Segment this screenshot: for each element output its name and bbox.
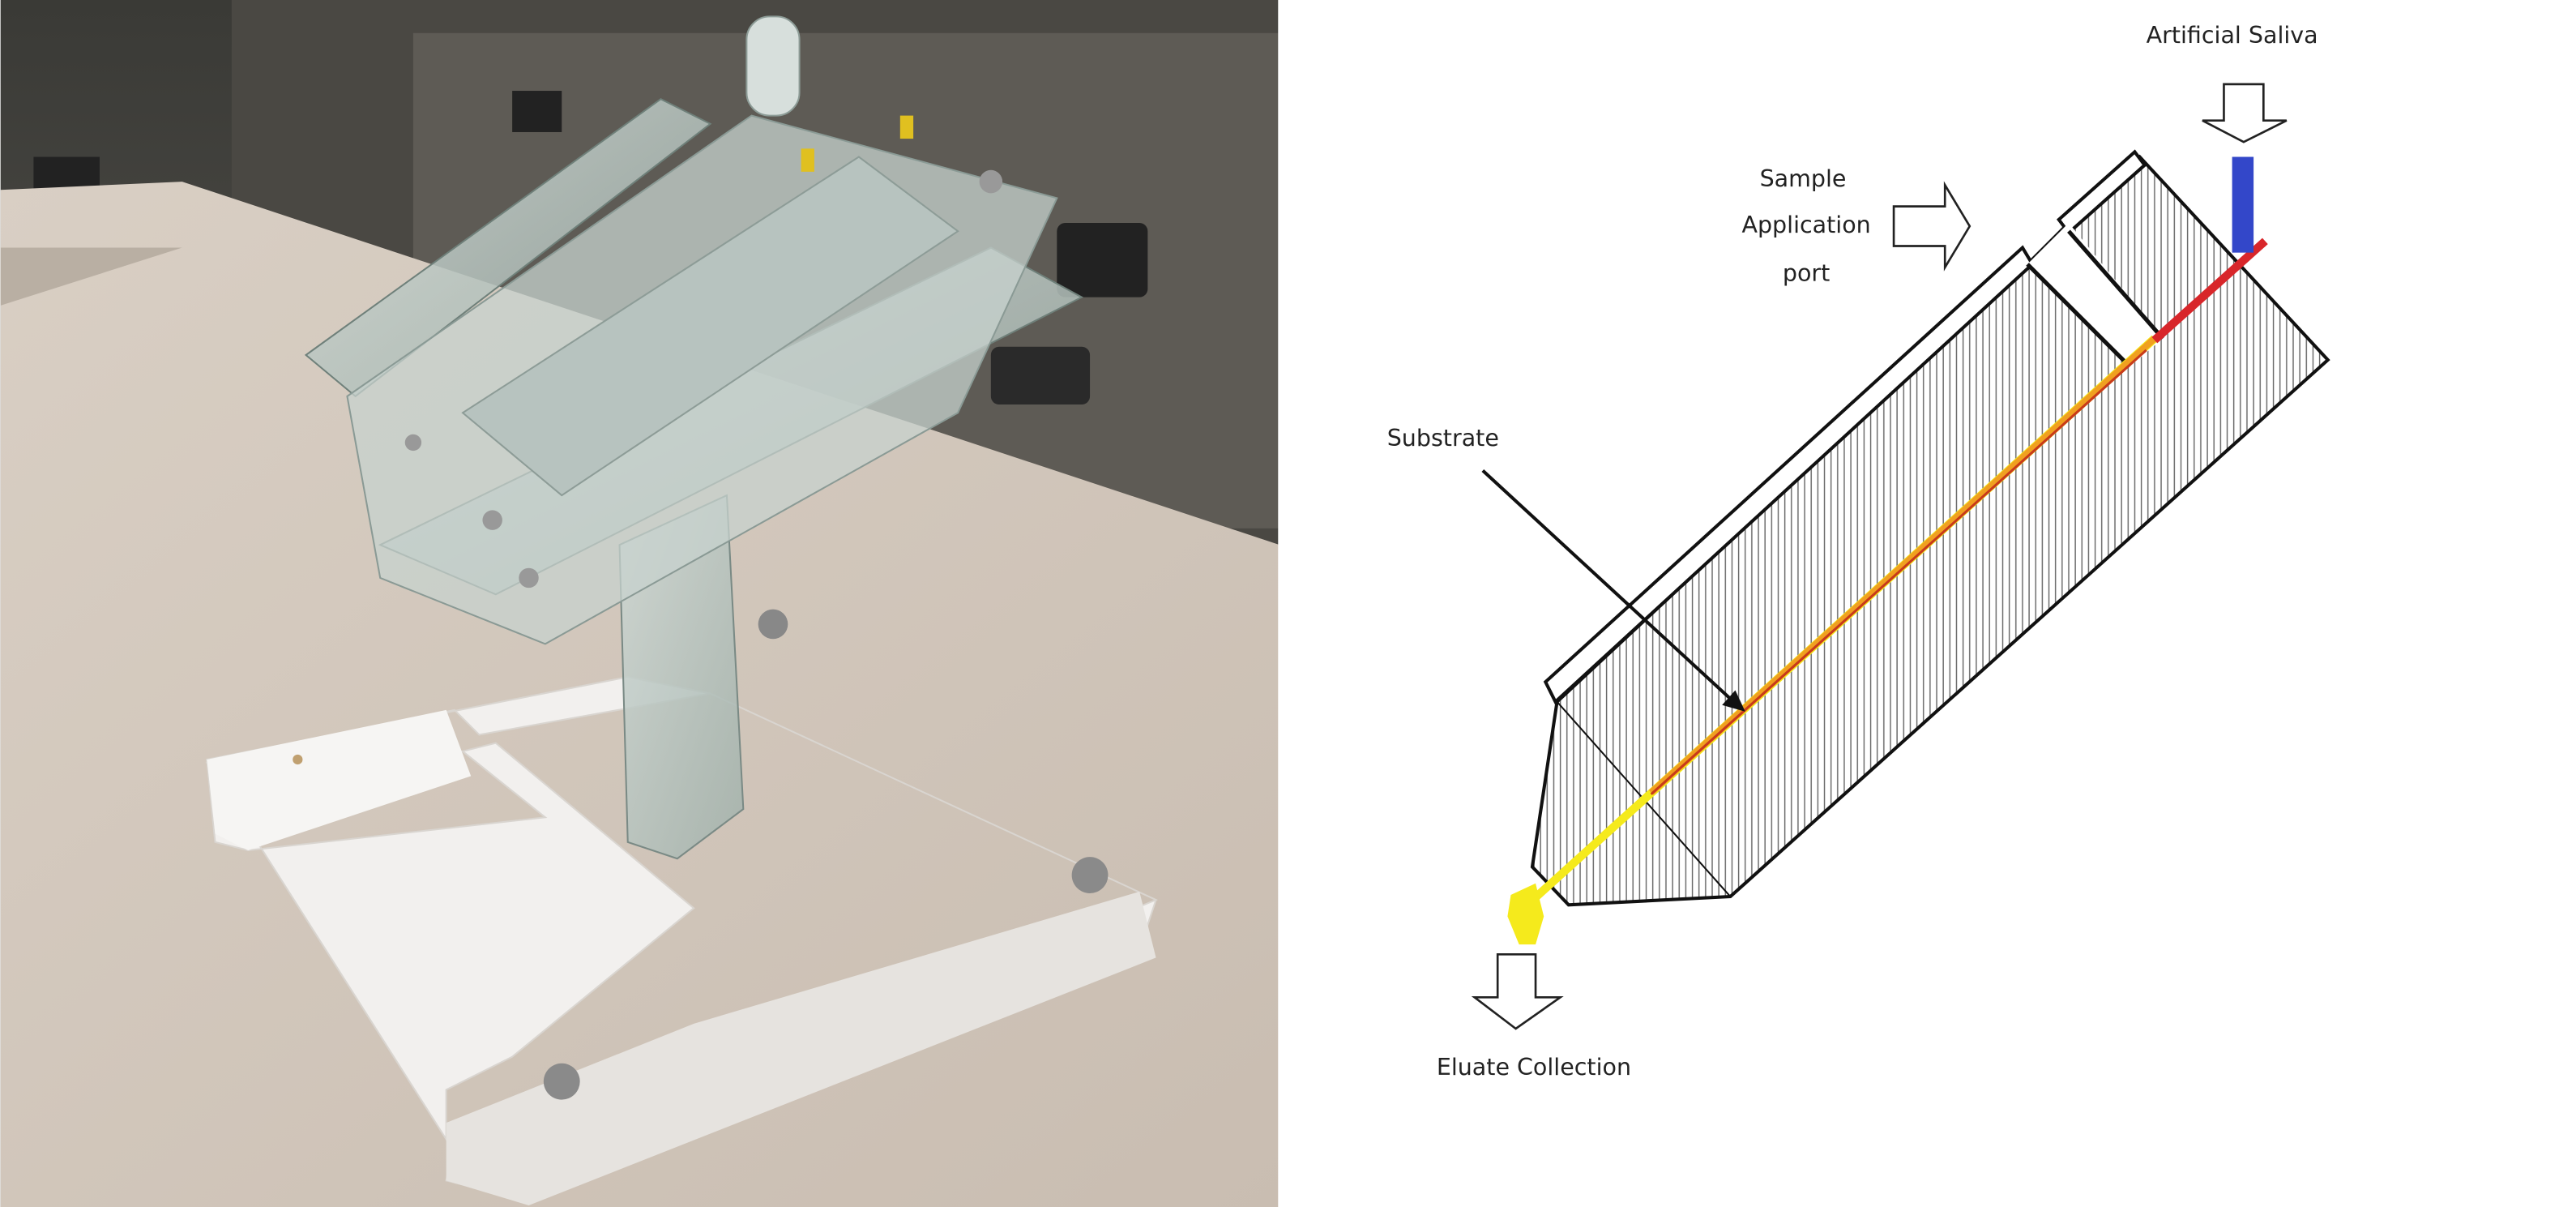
- saliva-inlet: [2232, 156, 2254, 253]
- eluate-arrow-icon: [1471, 953, 1564, 1030]
- flow-orange: [1648, 336, 2157, 795]
- port-wall: [2067, 229, 2164, 340]
- label-sample-line2: Application: [1741, 212, 1870, 238]
- apparatus-photo: [0, 0, 1282, 1207]
- label-eluate-collection: Eluate Collection: [1437, 1054, 1631, 1081]
- sample-port-gap: [2027, 222, 2164, 367]
- flow-red: [2151, 238, 2268, 344]
- label-sample-line1: Sample: [1760, 165, 1847, 192]
- substrate-pointer-head: [1722, 690, 1745, 712]
- column-diagram: Artificial Saliva Sample Application por…: [1387, 22, 2330, 1081]
- saliva-arrow-icon: [2202, 83, 2288, 143]
- eluate-drop: [1507, 883, 1544, 945]
- label-artificial-saliva: Artificial Saliva: [2147, 22, 2318, 49]
- sample-arrow-icon: [1892, 181, 1972, 272]
- port-wall: [2026, 263, 2132, 369]
- substrate-pointer: [1481, 469, 1735, 704]
- label-substrate: Substrate: [1387, 425, 1499, 452]
- label-sample-line3: port: [1783, 259, 1830, 286]
- flow-red-core: [1650, 349, 2147, 795]
